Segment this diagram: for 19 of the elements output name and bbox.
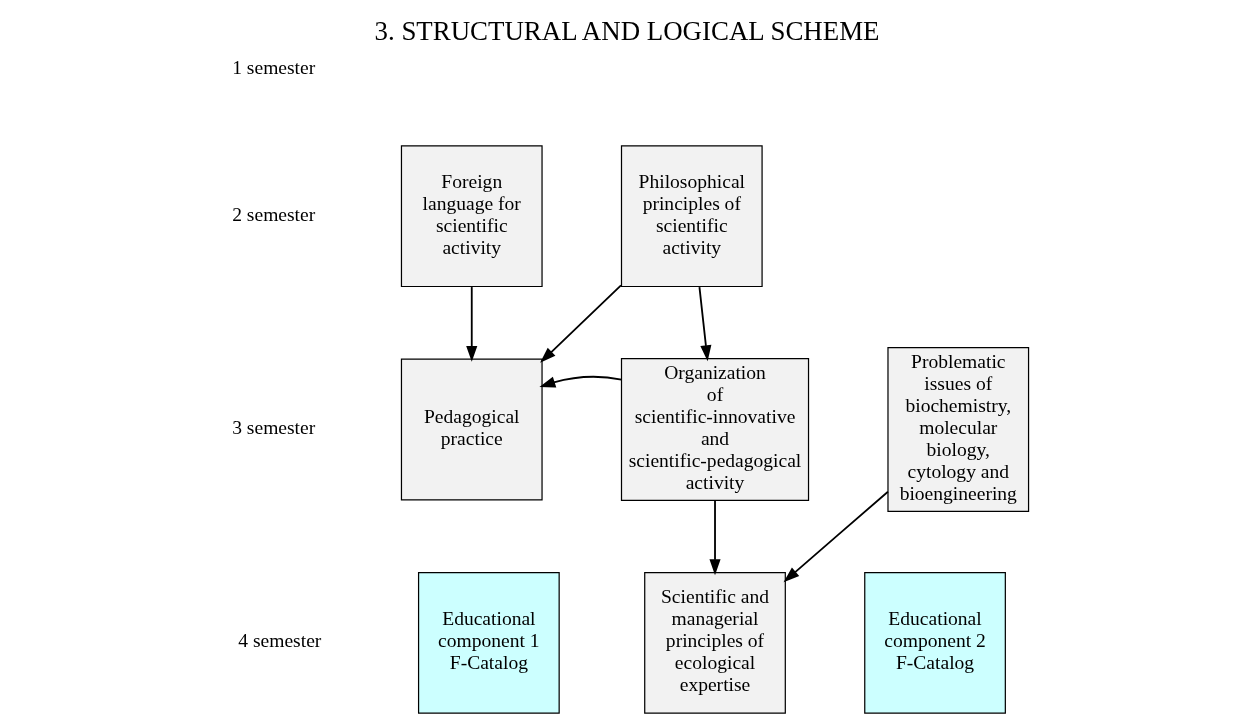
arrow: [465, 285, 477, 362]
label: 3 semester: [231, 416, 315, 438]
arrow: [698, 285, 711, 361]
node-box: Foreign language for scientific activity: [400, 144, 543, 287]
arrow: [708, 499, 721, 575]
node-box: Pedagogical practice: [400, 358, 543, 500]
node-box: Philosophical principles of scientific activity: [620, 144, 763, 287]
arrow: [539, 283, 622, 363]
label: 2 semester: [231, 203, 315, 225]
node-box: Educational component 1 F-Catalog: [417, 571, 560, 714]
node-box: Scientific and managerial principles of ecological expertise: [643, 571, 786, 714]
label: 4 semester: [237, 629, 321, 651]
node-box: Educational component 2 F-Catalog: [863, 571, 1006, 714]
node-box: Problematic issues of biochemistry, molecular biology, cytology and bioengineering: [886, 346, 1029, 512]
node-box: Organization of scientific-innovative and scientific-pedagogical activity: [620, 357, 809, 501]
label: 1 semester: [231, 56, 315, 78]
diagram-title: 3. STRUCTURAL AND LOGICAL SCHEME: [374, 15, 879, 46]
arrow: [538, 375, 622, 387]
arrow: [783, 490, 889, 582]
